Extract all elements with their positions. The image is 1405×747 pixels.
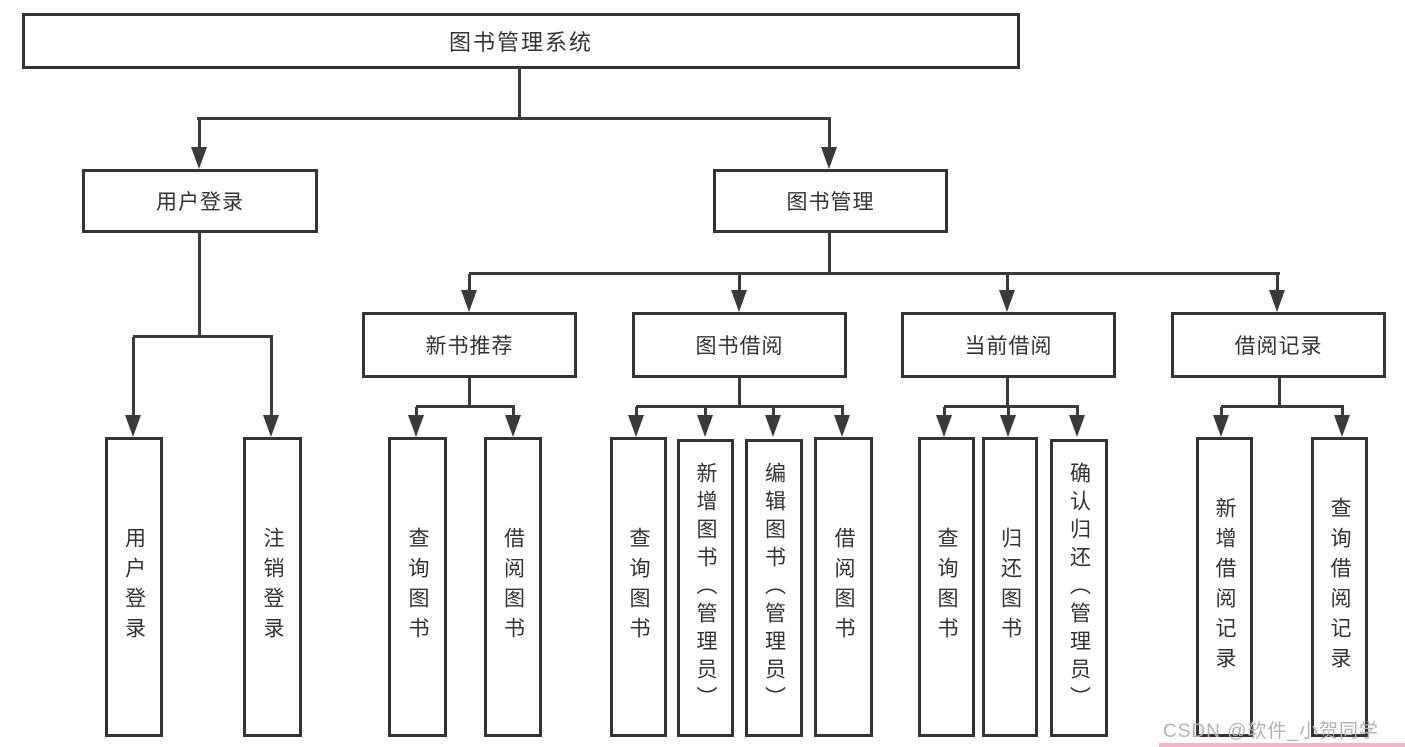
arrow-down-icon <box>628 415 644 437</box>
leaf-query-book-recommend-label: 查询图书 <box>406 527 429 647</box>
node-current-borrow: 当前借阅 <box>901 312 1116 378</box>
connector-leaf-drop <box>635 407 638 417</box>
connector-mgmt-stem <box>828 233 831 274</box>
arrow-down-icon <box>765 415 781 437</box>
leaf-add-book-admin-label: 新增图书（管理员） <box>694 462 717 714</box>
connector-leaf-drop <box>772 407 775 417</box>
node-book-borrow-label: 图书借阅 <box>695 335 784 358</box>
leaf-add-book-admin: 新增图书（管理员） <box>677 439 734 737</box>
connector-leaf-drop <box>1220 407 1223 417</box>
node-root: 图书管理系统 <box>22 13 1020 69</box>
connector-l3-drop <box>1006 274 1009 290</box>
arrow-down-icon <box>1000 415 1016 437</box>
arrow-down-icon <box>191 147 207 169</box>
leaf-borrow-book-label: 借阅图书 <box>832 527 855 647</box>
arrow-down-icon <box>1213 415 1229 437</box>
leaf-borrow-book-recommend-label: 借阅图书 <box>501 527 525 647</box>
arrow-down-icon <box>821 147 837 169</box>
connector-leaf-drop <box>841 407 844 417</box>
node-user-login-label: 用户登录 <box>156 191 244 214</box>
arrow-down-icon <box>697 415 713 437</box>
node-book-management-label: 图书管理 <box>786 191 875 214</box>
node-new-book-recommend: 新书推荐 <box>362 312 577 378</box>
connector-leaf-drop <box>1007 407 1010 417</box>
leaf-query-borrow-record-label: 查询借阅记录 <box>1328 497 1351 677</box>
arrow-down-icon <box>263 415 279 437</box>
leaf-query-book-recommend: 查询图书 <box>388 437 447 737</box>
leaf-query-book-borrow: 查询图书 <box>610 437 667 737</box>
connector-leaf-drop <box>415 407 418 417</box>
connector-bar <box>1221 405 1344 408</box>
connector-leaf-drop <box>704 407 707 417</box>
connector-stem <box>738 378 741 407</box>
leaf-user-login-label: 用户登录 <box>122 527 146 647</box>
arrow-down-icon <box>461 290 477 312</box>
arrow-down-icon <box>505 415 521 437</box>
node-root-label: 图书管理系统 <box>448 30 593 55</box>
connector-leaf-drop <box>512 407 515 417</box>
arrow-down-icon <box>936 415 952 437</box>
arrow-down-icon <box>408 415 424 437</box>
connector-root-bar <box>197 117 831 120</box>
leaf-query-book-borrow-label: 查询图书 <box>627 527 650 647</box>
leaf-query-book-current-label: 查询图书 <box>935 527 958 647</box>
leaf-query-book-current: 查询图书 <box>918 437 975 737</box>
leaf-add-borrow-record: 新增借阅记录 <box>1196 437 1253 737</box>
leaf-query-borrow-record: 查询借阅记录 <box>1311 437 1368 737</box>
connector-bar <box>416 405 515 408</box>
connector-stem <box>468 378 471 407</box>
node-user-login: 用户登录 <box>82 169 318 233</box>
leaf-return-book-label: 归还图书 <box>998 527 1022 647</box>
leaf-borrow-book: 借阅图书 <box>814 437 873 737</box>
connector-stem <box>1278 378 1281 407</box>
leaf-confirm-return-admin-label: 确认归还（管理员） <box>1067 462 1091 714</box>
connector-bar <box>636 405 844 408</box>
leaf-borrow-book-recommend: 借阅图书 <box>484 437 542 737</box>
arrow-down-icon <box>1334 415 1350 437</box>
node-new-book-recommend-label: 新书推荐 <box>425 335 514 358</box>
connector-root-stem <box>518 68 521 119</box>
watermark-text: CSDN @软件_小贺同学 <box>1163 721 1379 742</box>
connector-login-bar <box>133 335 273 338</box>
node-borrow-records-label: 借阅记录 <box>1234 335 1323 358</box>
arrow-down-icon <box>731 290 747 312</box>
leaf-confirm-return-admin: 确认归还（管理员） <box>1050 439 1108 737</box>
connector-leaf-drop <box>943 407 946 417</box>
connector-login-stem <box>198 233 201 337</box>
arrow-down-icon <box>999 290 1015 312</box>
arrow-down-icon <box>1069 415 1085 437</box>
connector-mgmt-drop <box>828 119 831 149</box>
node-current-borrow-label: 当前借阅 <box>964 335 1053 358</box>
connector-leaf-drop <box>270 337 273 415</box>
connector-l3-drop <box>738 274 741 290</box>
node-book-management: 图书管理 <box>713 169 948 233</box>
connector-l3-drop <box>468 274 471 290</box>
connector-leaf-drop <box>132 337 135 415</box>
arrow-down-icon <box>1269 290 1285 312</box>
node-book-borrow: 图书借阅 <box>632 312 847 378</box>
leaf-return-book: 归还图书 <box>982 437 1038 737</box>
leaf-logout-label: 注销登录 <box>261 527 284 647</box>
leaf-edit-book-admin-label: 编辑图书（管理员） <box>762 462 786 714</box>
node-borrow-records: 借阅记录 <box>1171 312 1386 378</box>
leaf-edit-book-admin: 编辑图书（管理员） <box>745 439 803 737</box>
watermark-accent-strip <box>1159 743 1405 747</box>
arrow-down-icon <box>125 415 141 437</box>
connector-login-drop <box>198 119 201 149</box>
connector-mgmt-bar <box>469 272 1280 275</box>
connector-stem <box>1006 378 1009 407</box>
connector-leaf-drop <box>1076 407 1079 417</box>
leaf-logout: 注销登录 <box>243 437 302 737</box>
connector-bar <box>944 405 1079 408</box>
connector-l3-drop <box>1276 274 1279 290</box>
arrow-down-icon <box>834 415 850 437</box>
leaf-add-borrow-record-label: 新增借阅记录 <box>1213 497 1236 677</box>
leaf-user-login: 用户登录 <box>105 437 163 737</box>
connector-leaf-drop <box>1341 407 1344 417</box>
